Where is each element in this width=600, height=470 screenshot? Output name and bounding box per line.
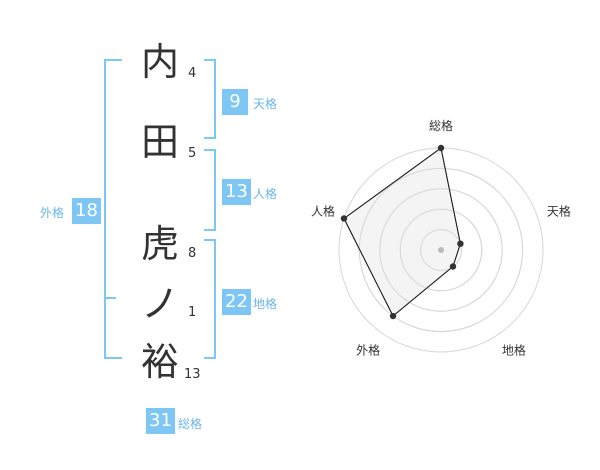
radar-ring-overlay-4 [358,167,524,333]
radar-ring-overlay-2 [399,208,483,292]
radar-axis-label-0: 総格 [429,118,453,133]
stroke-count-5: 13 [184,367,201,382]
radar-axis-label-1: 天格 [547,204,571,219]
radar-polygon [343,147,461,317]
name-char-3: 虎 [140,222,179,266]
radar-ring-1 [420,229,462,271]
gaikaku-label: 外格 [40,206,65,220]
radar-point-1 [457,240,464,247]
radar-axis-label-4: 人格 [311,204,335,219]
stroke-count-4: 1 [188,305,197,320]
radar-polygon [343,147,461,317]
radar-ring-4 [358,167,524,333]
radar-ring-3 [379,188,503,312]
jinkaku-label: 人格 [253,187,278,201]
radar-axis-label-2: 地格 [502,342,526,357]
tenkaku-label: 天格 [253,97,278,111]
radar-point-2 [449,263,457,270]
chikaku-badge: 22 [222,289,251,315]
name-char-5: 裕 [140,340,179,384]
radar-point-3 [389,312,397,320]
radar-ring-overlay-3 [379,188,503,312]
tenkaku-badge: 9 [222,89,248,115]
radar-point-0 [437,144,445,152]
name-char-2: 田 [140,120,179,164]
name-char-1: 内 [140,40,179,84]
name-char-4: ノ [140,282,179,326]
radar-ring-5 [338,147,544,353]
soukaku-badge: 31 [146,408,175,434]
radar-ring-2 [399,208,483,292]
radar-axis-label-3: 外格 [356,342,380,357]
chikaku-label: 地格 [253,297,278,311]
radar-point-4 [340,215,348,222]
radar-center [438,247,444,253]
stroke-count-1: 4 [188,66,197,81]
jinkaku-badge: 13 [222,179,251,205]
radar-ring-overlay-1 [420,229,462,271]
gaikaku-badge: 18 [72,198,101,224]
stroke-count-2: 5 [188,146,197,161]
stroke-count-3: 8 [188,246,197,261]
soukaku-label: 総格 [178,417,203,431]
